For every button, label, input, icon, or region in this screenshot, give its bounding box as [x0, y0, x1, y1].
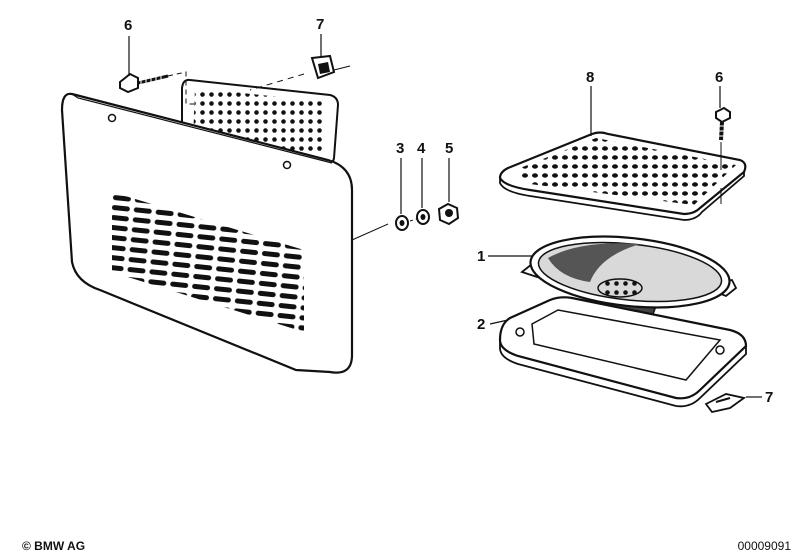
screw-right — [715, 106, 731, 204]
callout-1: 1 — [477, 248, 485, 265]
assembly-lines — [167, 65, 421, 241]
clip-top — [310, 54, 336, 80]
lock-washer — [416, 209, 430, 225]
callout-leaders — [128, 34, 762, 398]
callout-3: 3 — [396, 140, 404, 157]
speaker-grille — [498, 131, 747, 221]
copyright-label: © BMW AG — [22, 539, 86, 553]
clip-bottom — [704, 393, 747, 414]
washer — [395, 215, 409, 231]
trim-panel — [60, 92, 354, 374]
mounting-frame — [498, 296, 748, 408]
document-number: 00009091 — [737, 539, 791, 553]
callout-6-left: 6 — [124, 17, 132, 34]
callout-5: 5 — [445, 140, 453, 157]
callout-8: 8 — [586, 69, 594, 86]
callout-4: 4 — [417, 140, 426, 157]
callout-6-right: 6 — [715, 69, 723, 86]
callout-2: 2 — [477, 316, 485, 333]
callout-7-bottom: 7 — [765, 389, 773, 406]
nut — [437, 202, 460, 226]
callout-7-top: 7 — [316, 16, 324, 33]
screw-left — [119, 72, 169, 94]
